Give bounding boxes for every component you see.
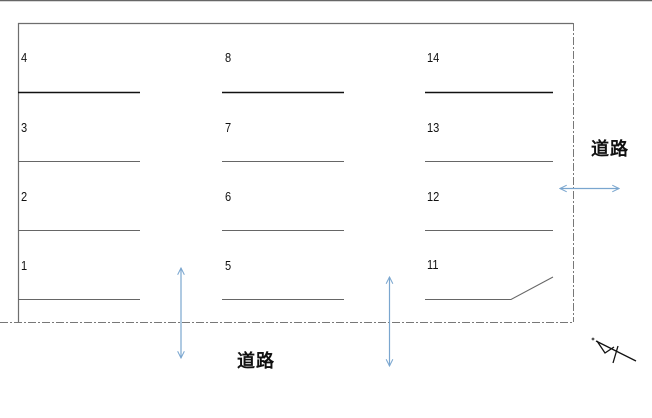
road-label-bottom: 道路 bbox=[237, 351, 275, 372]
road-label-right: 道路 bbox=[591, 139, 629, 160]
north-arrow-icon bbox=[591, 337, 637, 364]
spot-number-6: 6 bbox=[225, 189, 232, 204]
spot-11-angled-divider bbox=[425, 276, 554, 300]
spot-number-7: 7 bbox=[225, 120, 232, 135]
column-2-dividers bbox=[222, 91, 344, 300]
column-1-dividers bbox=[18, 91, 140, 300]
spot-number-8: 8 bbox=[225, 50, 232, 65]
spot-number-12: 12 bbox=[427, 189, 440, 204]
spot-number-3: 3 bbox=[21, 120, 28, 135]
spot-number-4: 4 bbox=[21, 50, 28, 65]
spot-number-13: 13 bbox=[427, 120, 440, 135]
spot-number-1: 1 bbox=[21, 258, 28, 273]
spot-number-11: 11 bbox=[427, 257, 439, 272]
spot-number-14: 14 bbox=[427, 50, 440, 65]
spot-number-2: 2 bbox=[21, 189, 28, 204]
column-3-dividers bbox=[425, 91, 554, 300]
spot-number-5: 5 bbox=[225, 258, 232, 273]
